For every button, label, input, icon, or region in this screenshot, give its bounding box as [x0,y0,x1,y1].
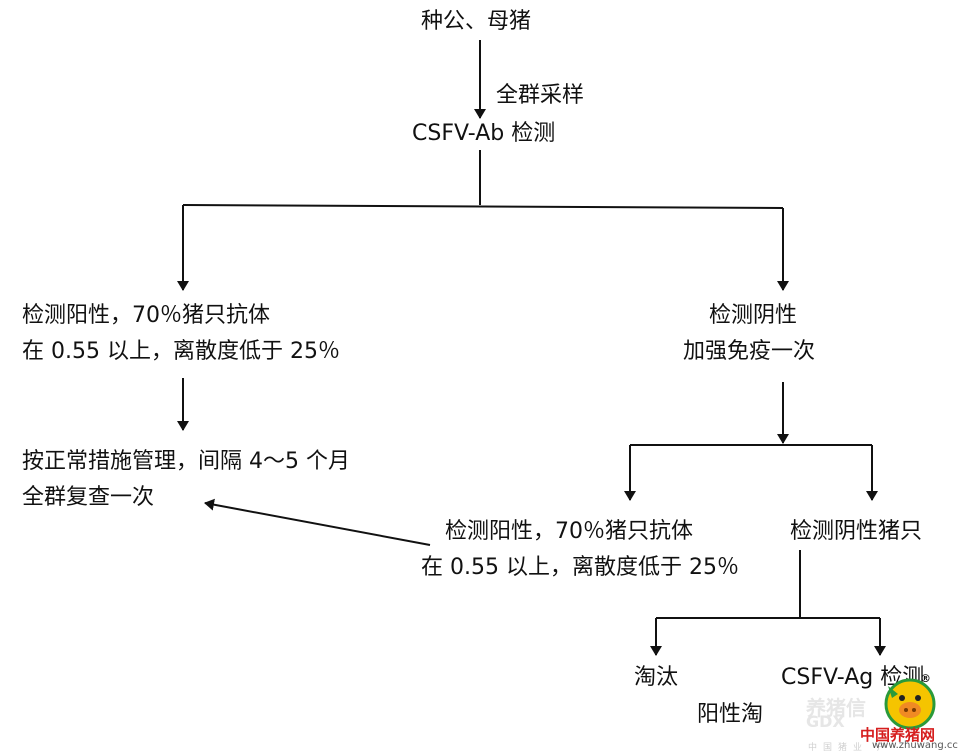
node-retest-positive-line2: 在 0.55 以上，离散度低于 25％ [421,555,739,580]
node-positive-cull: 阳性淘 [697,702,764,727]
node-management-line2: 全群复查一次 [22,485,155,510]
node-root: 种公、母猪 [421,9,532,34]
node-cull: 淘汰 [634,665,679,690]
watermark-logo: 养猪信 GDX 中国猪业 户 ® 中国养猪网 www.zhuwang.cc [800,672,960,754]
node-csfv-ab-test: CSFV-Ab 检测 [412,121,556,146]
arrow-retest-to-management [204,498,431,546]
line-split-horizontal [182,204,784,209]
label-sampling: 全群采样 [496,83,585,108]
node-left-positive-line2: 在 0.55 以上，离散度低于 25％ [22,339,340,364]
watermark-registered-mark: ® [920,672,931,685]
watermark-faint-text-2: GDX [806,712,845,731]
node-right-negative-line2: 加强免疫一次 [683,339,816,364]
watermark-faint-text: 养猪信 [806,696,866,720]
pig-mascot-icon [884,678,936,730]
node-management-line1: 按正常措施管理，间隔 4～5 个月 [22,449,350,474]
watermark-site-name: 中国养猪网 [860,726,936,744]
watermark-url: www.zhuwang.cc [872,740,958,751]
watermark-faint-text-3: 中国猪业 户 [808,743,892,753]
node-left-positive-line1: 检测阳性，70％猪只抗体 [22,303,270,328]
node-retest-negative: 检测阴性猪只 [790,519,923,544]
node-right-negative-line1: 检测阴性 [709,303,798,328]
node-retest-positive-line1: 检测阳性，70％猪只抗体 [445,519,693,544]
